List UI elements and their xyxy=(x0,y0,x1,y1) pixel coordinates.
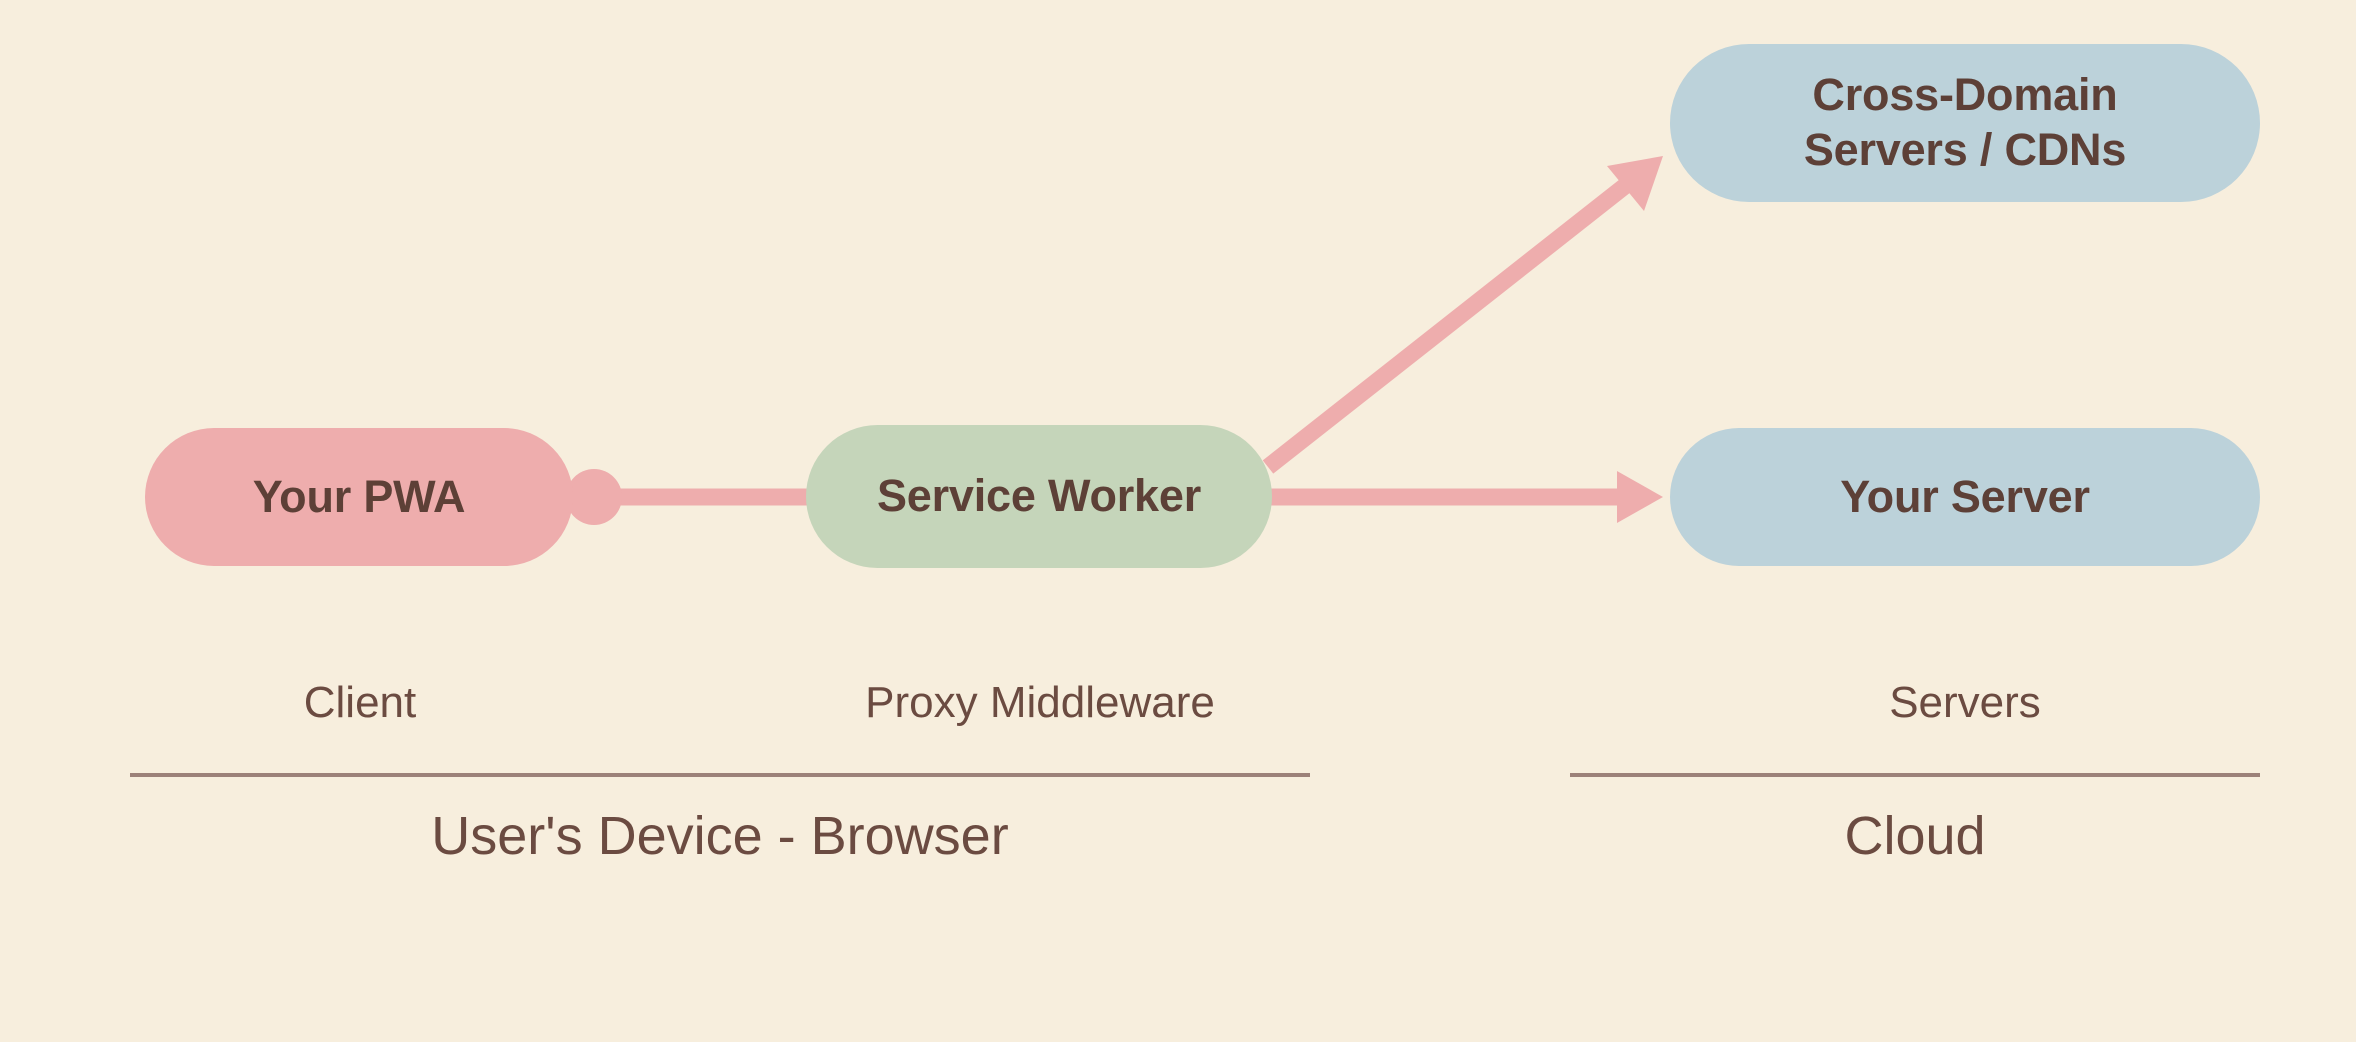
edge-line-sw-cdn xyxy=(1262,175,1636,474)
caption-users-device-browser: User's Device - Browser xyxy=(431,806,1009,866)
divider-rule-right xyxy=(1570,773,2260,777)
node-your-server-label: Your Server xyxy=(1840,470,2090,522)
edge-service-worker-to-cross-domain xyxy=(1262,156,1663,474)
node-cross-domain-servers[interactable]: Cross-Domain Servers / CDNs xyxy=(1670,44,2260,202)
arrowhead-icon-cdn xyxy=(1607,156,1663,211)
node-service-worker[interactable]: Service Worker xyxy=(806,425,1272,568)
node-service-worker-label: Service Worker xyxy=(876,470,1202,522)
caption-cloud: Cloud xyxy=(1844,806,1986,866)
circle-endpoint-icon xyxy=(566,469,622,525)
edge-pwa-to-service-worker xyxy=(566,469,812,525)
arrowhead-icon-server xyxy=(1617,471,1663,523)
zone-label-proxy-middleware: Proxy Middleware xyxy=(865,678,1215,727)
divider-rule-left xyxy=(130,773,1310,777)
zone-label-servers: Servers xyxy=(1889,678,2041,727)
node-cross-domain-servers-label: Cross-Domain Servers / CDNs xyxy=(1803,69,2127,175)
edge-service-worker-to-your-server xyxy=(1268,471,1663,523)
node-your-pwa[interactable]: Your PWA xyxy=(145,428,573,566)
node-your-pwa-label: Your PWA xyxy=(252,470,466,522)
node-your-server[interactable]: Your Server xyxy=(1670,428,2260,566)
zone-label-client: Client xyxy=(303,678,417,727)
